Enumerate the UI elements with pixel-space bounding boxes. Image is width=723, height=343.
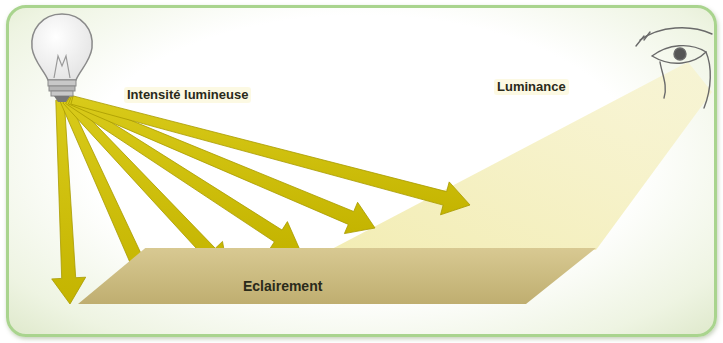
nose-line [660, 62, 665, 98]
bulb-tip [54, 96, 70, 102]
floor-plane: Eclairement [78, 248, 596, 304]
bulb-filament [54, 56, 70, 78]
floor-label: Eclairement [243, 278, 322, 295]
light-bulb [32, 14, 92, 102]
eye-outline [652, 46, 706, 64]
eyebrow [640, 28, 712, 40]
light-arrow [66, 97, 300, 251]
bulb-base [48, 80, 76, 86]
illustration-label: Intensité lumineuse [124, 87, 251, 103]
bulb-glass [32, 14, 92, 80]
light-arrow [71, 96, 470, 215]
illustration-label: Luminance [494, 79, 569, 95]
eye-sketch [636, 28, 712, 108]
face-line [704, 52, 710, 108]
bulb-base [49, 86, 75, 91]
floor-parallelogram [78, 248, 596, 304]
hair-stroke [636, 32, 650, 46]
luminance-beam [330, 62, 712, 250]
floor-shape [78, 248, 596, 304]
eye-pupil [674, 48, 686, 60]
bulb-base [51, 91, 73, 96]
